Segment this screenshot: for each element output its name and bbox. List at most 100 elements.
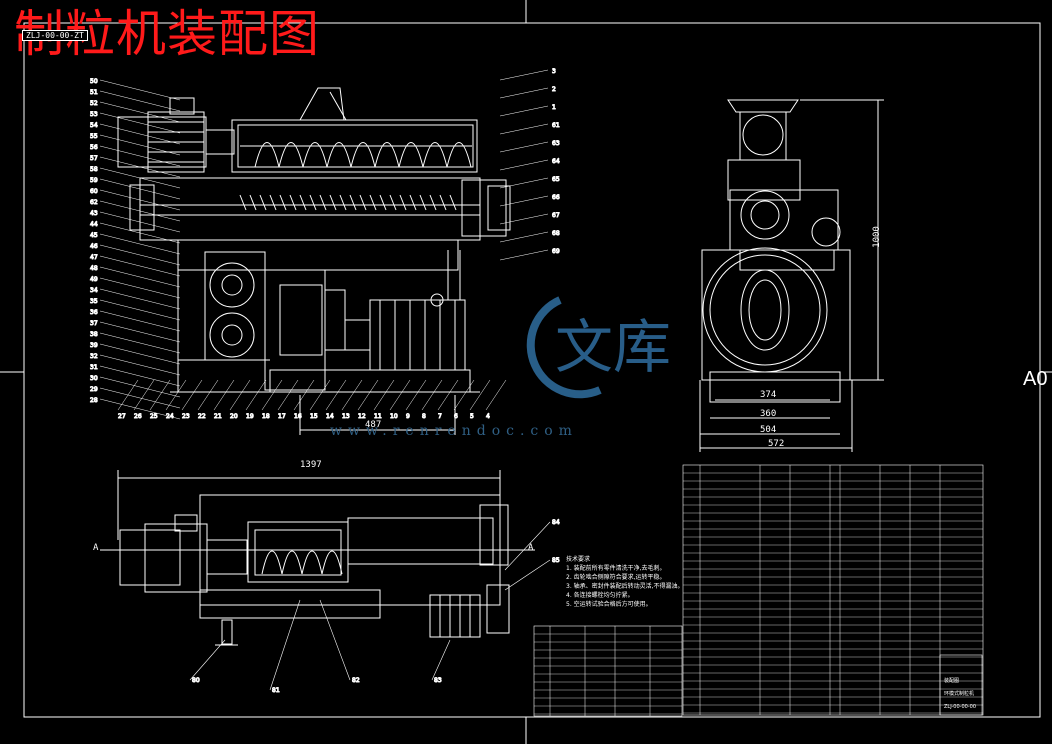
watermark-brand: 文库 xyxy=(555,313,672,381)
callout-label: 19 xyxy=(246,413,254,420)
note-line: 1. 装配前所有零件清洗干净,去毛刺。 xyxy=(566,565,666,572)
callout-label: 85 xyxy=(552,557,560,564)
callout-label: 68 xyxy=(552,230,560,237)
front-view: 5051525354555657585960624344454647484934… xyxy=(90,68,560,435)
callout-label: 29 xyxy=(90,386,98,393)
title-block-name: 环模式制粒机 xyxy=(944,691,975,697)
callout-label: 26 xyxy=(134,413,142,420)
callout-label: 48 xyxy=(90,265,98,272)
note-line: 2. 齿轮啮合侧隙符合要求,运转平稳。 xyxy=(566,574,666,581)
callout-label: 39 xyxy=(90,342,98,349)
callout-label: 53 xyxy=(90,111,98,118)
callout-label: 36 xyxy=(90,309,98,316)
notes-heading: 技术要求 xyxy=(566,556,591,563)
callout-label: 37 xyxy=(90,320,98,327)
watermark-logo xyxy=(526,296,602,399)
section-mark-left: A xyxy=(93,543,99,553)
callout-label: 9 xyxy=(406,413,410,420)
note-line: 4. 各连接螺栓均匀拧紧。 xyxy=(566,592,634,599)
callout-label: 64 xyxy=(552,158,560,165)
callout-label: 46 xyxy=(90,243,98,250)
callout-label: 44 xyxy=(90,221,98,228)
callout-label: 60 xyxy=(90,188,98,195)
dim-base-360: 360 xyxy=(760,409,777,419)
dim-base-374: 374 xyxy=(760,390,777,400)
callout-label: 20 xyxy=(230,413,238,420)
callout-label: 24 xyxy=(166,413,174,420)
callout-label: 49 xyxy=(90,276,98,283)
note-line: 3. 轴承、密封件装配后转动灵活,不得漏油。 xyxy=(566,583,684,590)
callout-label: 45 xyxy=(90,232,98,239)
callout-label: 30 xyxy=(90,375,98,382)
callout-label: 58 xyxy=(90,166,98,173)
callout-label: 56 xyxy=(90,144,98,151)
callout-label: 5 xyxy=(470,413,474,420)
callout-label: 17 xyxy=(278,413,286,420)
dim-base-572: 572 xyxy=(768,439,785,449)
sheet-border xyxy=(23,22,1041,718)
section-mark-right: A xyxy=(528,543,534,553)
callout-label: 35 xyxy=(90,298,98,305)
callout-label: 11 xyxy=(374,413,382,420)
callout-label: 55 xyxy=(90,133,98,140)
callout-label: 1 xyxy=(552,104,556,111)
callout-label: 54 xyxy=(90,122,98,129)
dim-base-504: 504 xyxy=(760,425,777,435)
callout-label: 18 xyxy=(262,413,270,420)
callout-label: 16 xyxy=(294,413,302,420)
callout-label: 67 xyxy=(552,212,560,219)
callout-label: 3 xyxy=(552,68,556,75)
callout-label: 23 xyxy=(182,413,190,420)
callout-label: 15 xyxy=(310,413,318,420)
callout-label: 31 xyxy=(90,364,98,371)
side-view xyxy=(699,99,884,452)
callout-label: 2 xyxy=(552,86,556,93)
dim-height: 1000 xyxy=(871,226,882,248)
callout-label: 14 xyxy=(326,413,334,420)
callout-label: 28 xyxy=(90,397,98,404)
callout-label: 84 xyxy=(552,519,560,526)
callout-label: 8 xyxy=(422,413,426,420)
callout-label: 83 xyxy=(434,677,442,684)
callout-label: 50 xyxy=(90,78,98,85)
callout-label: 57 xyxy=(90,155,98,162)
callout-label: 21 xyxy=(214,413,222,420)
callout-label: 66 xyxy=(552,194,560,201)
callout-label: 34 xyxy=(90,287,98,294)
callout-label: 13 xyxy=(342,413,350,420)
callout-label: 61 xyxy=(552,122,560,129)
callout-label: 51 xyxy=(90,89,98,96)
callout-label: 59 xyxy=(90,177,98,184)
callout-label: 38 xyxy=(90,331,98,338)
callout-label: 22 xyxy=(198,413,206,420)
parts-list xyxy=(533,464,984,717)
callout-label: 63 xyxy=(552,140,560,147)
callout-label: 4 xyxy=(486,413,490,420)
callout-label: 80 xyxy=(192,677,200,684)
title-block-code: ZLJ-00-00-00 xyxy=(944,704,977,710)
callout-label: 62 xyxy=(90,199,98,206)
callout-label: 32 xyxy=(90,353,98,360)
callout-label: 7 xyxy=(438,413,442,420)
dim-plan-length: 1397 xyxy=(300,460,322,470)
callout-label: 6 xyxy=(454,413,458,420)
callout-label: 47 xyxy=(90,254,98,261)
callout-label: 25 xyxy=(150,413,158,420)
callout-label: 10 xyxy=(390,413,398,420)
callout-label: 65 xyxy=(552,176,560,183)
callout-label: 12 xyxy=(358,413,366,420)
sheet-size-label: A0 xyxy=(1023,368,1048,390)
technical-notes: 技术要求 1. 装配前所有零件清洗干净,去毛刺。 2. 齿轮啮合侧隙符合要求,运… xyxy=(566,555,684,609)
drawing-number-top: ZLJ-00-00-ZT xyxy=(22,30,88,41)
callout-label: 81 xyxy=(272,687,280,694)
callout-label: 69 xyxy=(552,248,560,255)
dim-front-width: 487 xyxy=(365,420,382,430)
callout-label: 52 xyxy=(90,100,98,107)
callout-label: 43 xyxy=(90,210,98,217)
callout-label: 82 xyxy=(352,677,360,684)
title-block-school: 装配图 xyxy=(944,678,960,684)
callout-label: 27 xyxy=(118,413,126,420)
watermark-url: www.renrendoc.com xyxy=(330,423,578,439)
plan-view: 80 81 82 83 84 85 xyxy=(100,470,560,695)
